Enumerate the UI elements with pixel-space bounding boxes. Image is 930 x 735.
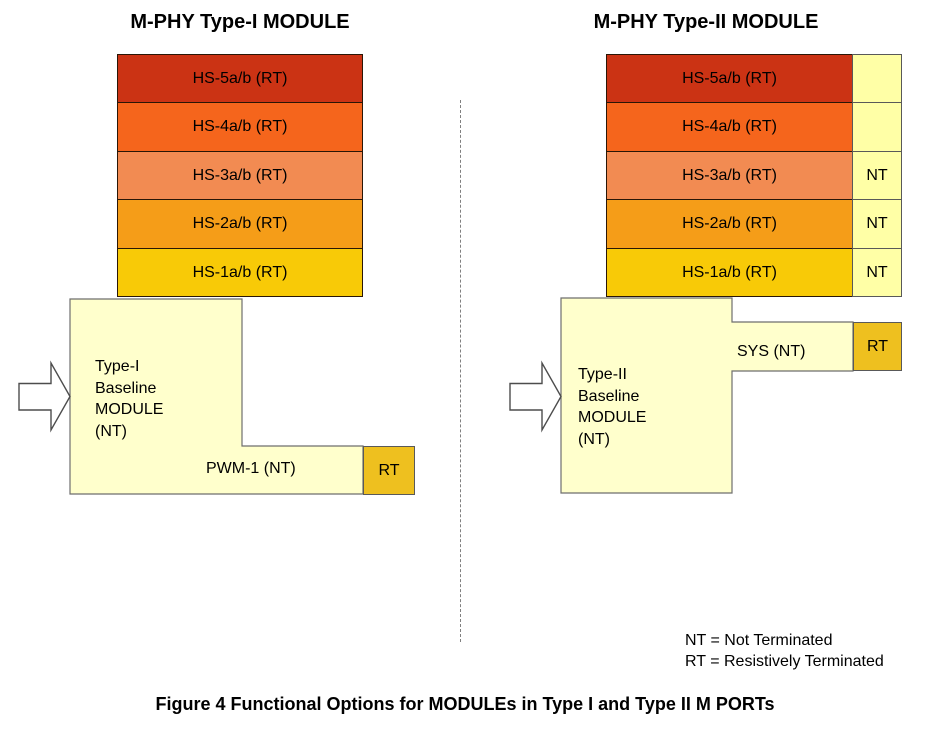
hs-bar: HS-5a/b (RT): [606, 54, 853, 103]
module-label-line: MODULE: [578, 409, 647, 426]
type-i-baseline-module-label: Type-I Baseline MODULE (NT): [95, 356, 163, 442]
hs-bar-label: HS-2a/b (RT): [682, 215, 777, 232]
hs-bar-label: HS-3a/b (RT): [192, 166, 288, 184]
module-label-line: Type-I: [95, 358, 140, 375]
module-label-line: Type-II: [578, 366, 627, 383]
hs-bar: HS-2a/b (RT): [117, 199, 363, 249]
hs-bar: HS-3a/b (RT): [117, 151, 363, 200]
hs-bar-label: HS-1a/b (RT): [682, 263, 777, 281]
hs-bar-label: HS-4a/b (RT): [682, 118, 777, 135]
hs-bar-label: HS-1a/b (RT): [192, 263, 288, 281]
hs-bar: HS-4a/b (RT): [606, 102, 853, 152]
hs-bar: HS-4a/b (RT): [117, 102, 363, 152]
sys-arm-label: SYS (NT): [737, 343, 806, 360]
rt-box: RT: [853, 322, 902, 371]
type-ii-baseline-module-label: Type-II Baseline MODULE (NT): [578, 364, 646, 450]
panel-divider-line: [460, 100, 461, 642]
rt-box: RT: [363, 446, 415, 495]
right-panel-title: M-PHY Type-II MODULE: [593, 11, 819, 33]
arrow-right-icon: [509, 360, 562, 433]
nt-cell-label: NT: [866, 215, 888, 232]
nt-cell: NT: [852, 199, 902, 249]
hs-bar-label: HS-5a/b (RT): [192, 69, 288, 87]
hs-bar: HS-3a/b (RT): [606, 151, 853, 200]
nt-cell-label: NT: [866, 263, 888, 281]
nt-cell-label: NT: [866, 166, 888, 184]
module-label-line: (NT): [95, 422, 127, 440]
hs-bar: HS-1a/b (RT): [117, 248, 363, 297]
hs-bar: HS-5a/b (RT): [117, 54, 363, 103]
module-label-line: Baseline: [95, 379, 157, 397]
nt-cell: [852, 54, 902, 103]
module-label-line: (NT): [578, 430, 610, 448]
hs-bar-label: HS-2a/b (RT): [192, 215, 288, 232]
nt-cell: NT: [852, 248, 902, 297]
rt-box-label: RT: [378, 461, 400, 479]
module-label-line: MODULE: [95, 401, 164, 418]
nt-cell: NT: [852, 151, 902, 200]
figure-caption: Figure 4 Functional Options for MODULEs …: [155, 694, 775, 714]
rt-box-label: RT: [866, 337, 889, 355]
pwm-arm-label: PWM-1 (NT): [206, 460, 296, 477]
hs-bar-label: HS-4a/b (RT): [192, 118, 288, 135]
module-label-line: Baseline: [578, 387, 640, 405]
legend: NT = Not Terminated RT = Resistively Ter…: [685, 630, 884, 672]
hs-bar: HS-2a/b (RT): [606, 199, 853, 249]
hs-bar-label: HS-3a/b (RT): [682, 166, 777, 184]
legend-nt-line: NT = Not Terminated: [685, 632, 833, 649]
legend-rt-line: RT = Resistively Terminated: [685, 653, 884, 670]
hs-bar-label: HS-5a/b (RT): [682, 69, 777, 87]
left-panel-title: M-PHY Type-I MODULE: [130, 11, 350, 33]
nt-cell: [852, 102, 902, 152]
arrow-right-icon: [18, 360, 71, 433]
hs-bar: HS-1a/b (RT): [606, 248, 853, 297]
